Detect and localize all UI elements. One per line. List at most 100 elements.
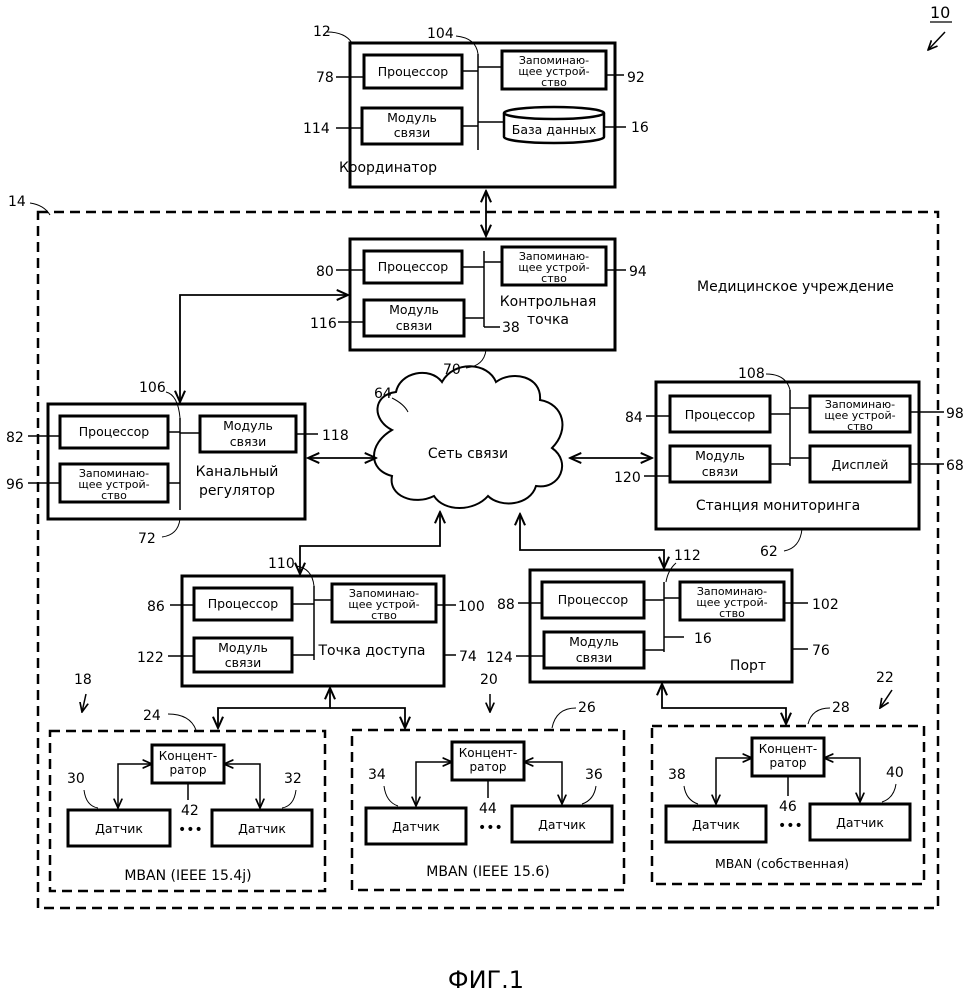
channel-regulator-block: Процессор Модуль связи Запоминаю- щее ус…: [6, 380, 349, 547]
figure-ref: 10: [930, 3, 950, 22]
station-memory-l3: ство: [847, 420, 873, 433]
ap-bus-ref: 110: [268, 556, 295, 572]
port-bus-ref: 112: [674, 548, 701, 564]
ap-comm-l2: связи: [225, 655, 262, 670]
checkpoint-processor-ref: 80: [316, 264, 334, 280]
facility-label: Медицинское учреждение: [697, 279, 894, 295]
regulator-comm-l2: связи: [230, 434, 267, 449]
port-processor-label: Процессор: [558, 592, 629, 607]
checkpoint-title-l1: Контрольная: [500, 294, 597, 310]
coordinator-bus-ref: 104: [427, 26, 454, 42]
mban3-hub-ref: 46: [779, 799, 797, 815]
mban1-sensor-left: Датчик: [95, 821, 143, 836]
regulator-ref: 72: [138, 531, 156, 547]
network-cloud: Сеть связи 64: [374, 366, 562, 508]
station-processor-label: Процессор: [685, 407, 756, 422]
monitoring-station-block: Процессор Запоминаю- щее устрой- ство Мо…: [614, 366, 964, 560]
regulator-comm-l1: Модуль: [223, 418, 273, 433]
mban1-sensor-right: Датчик: [238, 821, 286, 836]
figure-ref-arrow: [928, 32, 945, 50]
station-processor-ref: 84: [625, 410, 643, 426]
ap-processor-label: Процессор: [208, 596, 279, 611]
mban3-group-ref: 28: [832, 700, 850, 716]
port-processor-ref: 88: [497, 597, 515, 613]
regulator-comm-ref: 118: [322, 428, 349, 444]
station-display-ref: 68: [946, 458, 964, 474]
checkpoint-comm-l2: связи: [396, 318, 433, 333]
port-block: Процессор Запоминаю- щее устрой- ство Мо…: [486, 548, 839, 682]
checkpoint-inner-ref: 38: [502, 320, 520, 336]
coordinator-processor-ref: 78: [316, 70, 334, 86]
mban2-sensor-left: Датчик: [392, 819, 440, 834]
mban-3: 22 28 Концент- ратор Датчик Датчик 46 ••…: [652, 670, 924, 884]
coordinator-comm-l2: связи: [394, 125, 431, 140]
checkpoint-processor-label: Процессор: [378, 259, 449, 274]
ap-comm-ref: 122: [137, 650, 164, 666]
mban3-ref: 22: [876, 670, 894, 686]
port-ref: 76: [812, 643, 830, 659]
coordinator-comm-l1: Модуль: [387, 110, 437, 125]
station-comm-l1: Модуль: [695, 448, 745, 463]
ap-comm-l1: Модуль: [218, 640, 268, 655]
database-ref: 16: [631, 120, 649, 136]
mban3-sensor-left: Датчик: [692, 817, 740, 832]
mban3-hub-l1: Концент-: [759, 742, 817, 756]
mban1-label: MBAN (IEEE 15.4j): [124, 868, 251, 884]
mban1-hub-l1: Концент-: [159, 749, 217, 763]
checkpoint-comm-ref: 116: [310, 316, 337, 332]
coordinator-comm-ref: 114: [303, 121, 330, 137]
station-comm-l2: связи: [702, 464, 739, 479]
mban2-hub-l2: ратор: [470, 760, 507, 774]
mban1-hub-ref: 42: [181, 803, 199, 819]
regulator-memory-l3: ство: [101, 489, 127, 502]
coordinator-memory-ref: 92: [627, 70, 645, 86]
checkpoint-block: Процессор Запоминаю- щее устрой- ство Мо…: [310, 239, 647, 378]
mban-1: 18 24 Концент- ратор Датчик Датчик 42 ••…: [50, 672, 325, 891]
coordinator-title: Координатор: [339, 160, 437, 176]
regulator-title-line2: регулятор: [199, 483, 275, 499]
mban2-ref: 20: [480, 672, 498, 688]
figure-caption: ФИГ.1: [448, 966, 524, 994]
port-memory-l3: ство: [719, 607, 745, 620]
mban1-sensor-left-ref: 30: [67, 771, 85, 787]
mban3-label: MBAN (собственная): [715, 856, 849, 871]
mban1-sensor-right-ref: 32: [284, 771, 302, 787]
mban1-dots: •••: [178, 822, 203, 838]
mban2-hub-ref: 44: [479, 801, 497, 817]
mban2-label: MBAN (IEEE 15.6): [426, 864, 549, 880]
mban1-group-ref: 24: [143, 708, 161, 724]
network-label: Сеть связи: [428, 446, 508, 462]
station-comm-ref: 120: [614, 470, 641, 486]
mban2-dots: •••: [478, 820, 503, 836]
regulator-memory-ref: 96: [6, 477, 24, 493]
checkpoint-memory-l3: ство: [541, 272, 567, 285]
mban3-sensor-right-ref: 40: [886, 765, 904, 781]
ap-ref: 74: [459, 649, 477, 665]
regulator-processor-label: Процессор: [79, 424, 150, 439]
port-comm-ref: 124: [486, 650, 513, 666]
port-title: Порт: [730, 658, 766, 674]
facility-ref: 14: [8, 194, 26, 210]
mban3-hub-l2: ратор: [770, 756, 807, 770]
database-label: База данных: [512, 122, 596, 137]
port-comm-l2: связи: [576, 650, 613, 665]
regulator-title-line1: Канальный: [196, 464, 279, 480]
ap-memory-ref: 100: [458, 599, 485, 615]
mban1-hub-l2: ратор: [170, 763, 207, 777]
station-title: Станция мониторинга: [696, 498, 860, 514]
regulator-processor-ref: 82: [6, 430, 24, 446]
mban2-sensor-left-ref: 34: [368, 767, 386, 783]
checkpoint-memory-ref: 94: [629, 264, 647, 280]
port-comm-l1: Модуль: [569, 634, 619, 649]
coordinator-processor-label: Процессор: [378, 64, 449, 79]
station-display-label: Дисплей: [832, 457, 889, 472]
mban2-group-ref: 26: [578, 700, 596, 716]
mban2-sensor-right-ref: 36: [585, 767, 603, 783]
checkpoint-title-l2: точка: [527, 312, 569, 328]
mban3-sensor-right: Датчик: [836, 815, 884, 830]
coordinator-block: 12 Процессор Запоминаю- щее устрой- ство…: [303, 24, 649, 187]
network-ref: 64: [374, 386, 392, 402]
checkpoint-comm-l1: Модуль: [389, 302, 439, 317]
ap-processor-ref: 86: [147, 599, 165, 615]
